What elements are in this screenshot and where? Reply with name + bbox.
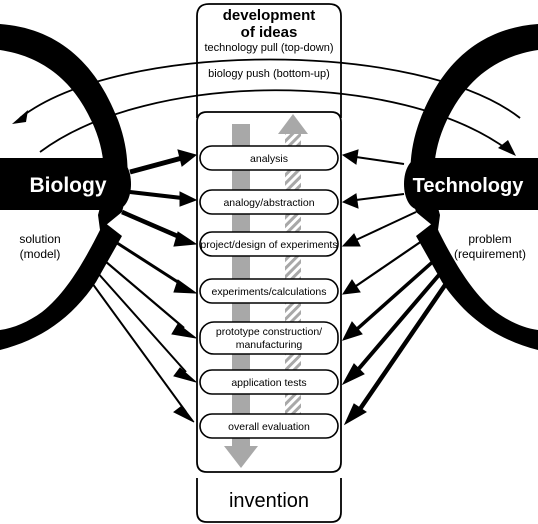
technology-title: Technology <box>413 175 525 197</box>
header-title-line2: of ideas <box>241 24 298 41</box>
column-bottom-box <box>196 478 342 523</box>
column-top-box <box>196 3 342 118</box>
biology-to-stage-arrows <box>83 149 198 423</box>
stage-label-tests: application tests <box>231 377 306 389</box>
biology-push-arc <box>39 89 509 153</box>
stage-label-experiments: experiments/calculations <box>212 286 327 298</box>
technology-lower-band <box>416 222 538 350</box>
stage-label-analysis: analysis <box>250 153 288 165</box>
header-title-line1: development <box>223 7 316 24</box>
technology-subtitle-line2: (requirement) <box>454 247 526 261</box>
central-column <box>196 3 342 523</box>
technology-block <box>404 158 538 210</box>
stage-label-prototype-line1: prototype construction/ <box>216 326 322 338</box>
column-main-box <box>196 111 342 473</box>
stage-box-analogy <box>199 189 339 215</box>
stage-label-analogy: analogy/abstraction <box>223 197 314 209</box>
technology-pull-arrowhead <box>12 110 28 124</box>
biology-subtitle-line1: solution <box>19 232 60 246</box>
stage-box-experiments <box>199 278 339 304</box>
biology-push-label: biology push (bottom-up) <box>208 68 330 80</box>
stage-label-evaluation: overall evaluation <box>228 421 310 433</box>
technology-pull-label: technology pull (top-down) <box>204 42 333 54</box>
stage-box-prototype <box>199 321 339 355</box>
biology-push-arrowhead <box>498 140 516 156</box>
biology-block <box>0 158 131 210</box>
stage-boxes <box>199 145 339 439</box>
stage-label-prototype-line2: manufacturing <box>236 339 303 351</box>
technology-pull-arc-halo <box>19 59 521 119</box>
stage-box-project <box>199 231 339 257</box>
stage-box-tests <box>199 369 339 395</box>
biology-subtitle-line2: (model) <box>20 247 61 261</box>
invention-title: invention <box>229 490 309 512</box>
technology-subtitle-line1: problem <box>468 232 511 246</box>
biology-title: Biology <box>30 174 107 197</box>
technology-to-stage-arrows <box>341 149 456 426</box>
stage-box-evaluation <box>199 413 339 439</box>
biology-lower-band <box>0 222 122 350</box>
stage-label-project: project/design of experiments <box>200 239 337 251</box>
stage-box-analysis <box>199 145 339 171</box>
